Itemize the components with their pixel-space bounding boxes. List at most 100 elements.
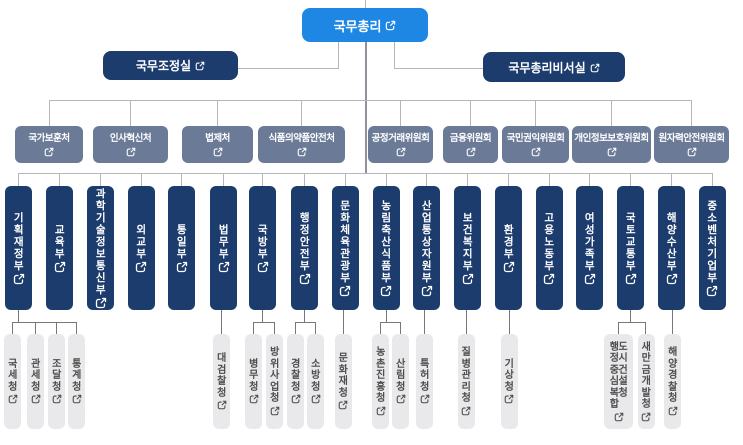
connector-line — [691, 100, 692, 126]
connector-line — [181, 173, 182, 186]
external-link-icon — [217, 400, 227, 410]
connector-line — [344, 173, 346, 186]
connector-line — [465, 310, 467, 334]
connector-line — [424, 310, 425, 334]
pm-agency-label: 금융위원회 — [449, 132, 492, 144]
external-link-icon — [466, 147, 476, 157]
external-link-icon — [8, 394, 18, 404]
external-link-icon — [195, 61, 205, 71]
connector-line — [262, 310, 263, 322]
connector-line — [238, 67, 339, 69]
connector-line — [672, 310, 673, 334]
pm-secretariat-box[interactable]: 국무총리비서실 — [483, 52, 625, 82]
connector-line — [48, 100, 50, 126]
pm-agency-box[interactable]: 국가보훈처 — [15, 126, 83, 163]
pm-agency-box[interactable]: 공정거래위원회 — [368, 126, 433, 163]
connector-line — [59, 173, 60, 186]
connector-line — [342, 310, 344, 334]
external-link-icon — [420, 394, 430, 404]
connector-line — [394, 67, 483, 69]
external-link-icon — [462, 273, 474, 285]
external-link-icon — [31, 394, 41, 404]
pm-agency-box[interactable]: 법제처 — [182, 126, 253, 163]
external-link-icon — [503, 261, 515, 273]
pm-agency-box[interactable]: 식품의약품안전처 — [258, 126, 345, 163]
external-link-icon — [396, 147, 406, 157]
pm-agency-box[interactable]: 인사혁신처 — [93, 126, 168, 163]
pm-agency-label: 국가보훈처 — [28, 132, 70, 144]
pm-agency-box[interactable]: 국민권익위원회 — [502, 126, 569, 163]
connector-line — [56, 322, 57, 334]
external-link-icon — [270, 406, 280, 416]
connector-line — [274, 322, 275, 334]
pm-agency-box[interactable]: 원자력안전위원회 — [654, 126, 729, 163]
connector-line — [140, 173, 142, 186]
external-link-icon — [339, 285, 351, 297]
connector-line — [548, 173, 550, 186]
connector-line — [315, 322, 316, 334]
connector-line — [18, 173, 713, 174]
prime-minister-box[interactable]: 국무총리 — [302, 8, 428, 42]
external-link-icon — [338, 400, 348, 410]
office-label: 국무총리비서실 — [508, 60, 586, 75]
external-link-icon — [13, 273, 25, 285]
pm-agency-box[interactable]: 개인정보보호위원회 — [572, 126, 651, 163]
external-link-icon — [666, 273, 678, 285]
external-link-icon — [380, 285, 392, 297]
state-affairs-coordination-office-box[interactable]: 국무조정실 — [103, 51, 238, 80]
connector-line — [130, 100, 131, 126]
connector-line — [100, 173, 101, 186]
pm-agency-box[interactable]: 금융위원회 — [443, 126, 498, 163]
